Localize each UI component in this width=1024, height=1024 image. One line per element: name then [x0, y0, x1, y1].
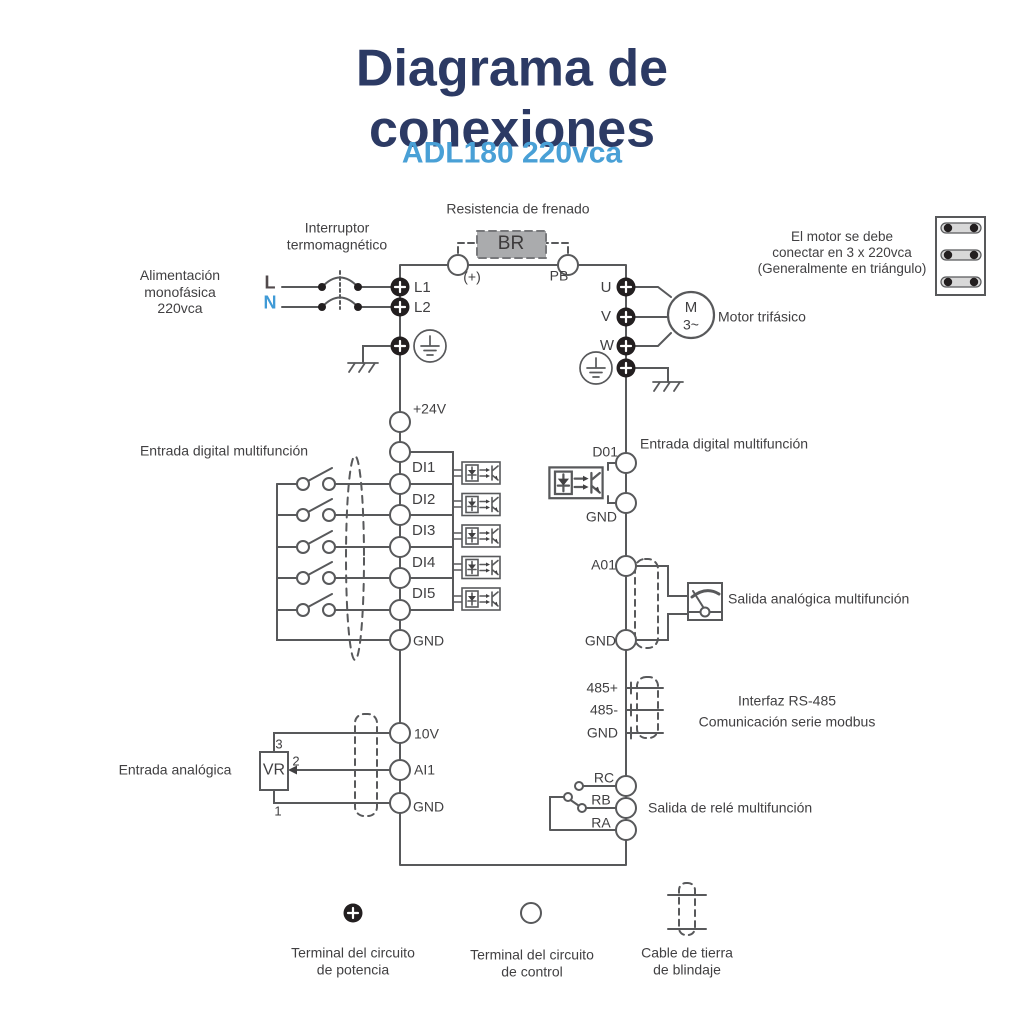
terminal-l2-label: L2: [414, 299, 431, 317]
motor-wiring: [579, 286, 716, 392]
terminal-a01-label: A01: [591, 556, 616, 573]
terminal-di1-label: DI1: [412, 459, 436, 477]
terminal-gnd-ai-label: GND: [413, 798, 445, 815]
shield-cable-icon: [636, 676, 659, 739]
vr-pin1-label: 1: [274, 803, 282, 819]
vr-pin3-label: 3: [275, 736, 283, 752]
terminal-485m-label: 485-: [589, 701, 618, 718]
terminal-gnd-a01-label: GND: [584, 632, 616, 649]
terminal-di3-label: DI3: [412, 522, 436, 540]
shield-cable-icon: [345, 455, 365, 661]
digital-inputs-label: Entrada digital multifunción: [139, 442, 309, 459]
switch-icon: [276, 498, 391, 522]
terminal-gnd-485-label: GND: [586, 724, 618, 741]
potentiometer-icon: [259, 751, 289, 791]
terminal-24v-label: +24V: [413, 400, 447, 417]
meter-icon: [687, 582, 723, 621]
drive-outline: [399, 264, 627, 866]
braking-resistor-tag: BR: [497, 232, 525, 254]
pb-terminal-label: PB: [549, 267, 569, 284]
delta-terminal-block-icon: [935, 216, 986, 296]
shield-cable-icon: [667, 882, 707, 936]
line-l-label: L: [264, 272, 276, 293]
switch-icon: [276, 593, 391, 617]
page-subtitle: ADL180 220vca: [401, 136, 623, 170]
terminal-485p-label: 485+: [586, 679, 618, 696]
page-title: Diagrama de conexiones: [355, 39, 669, 159]
switch-icon: [276, 467, 391, 491]
terminal-10v-label: 10V: [414, 725, 439, 742]
shield-cable-icon: [354, 713, 378, 817]
digital-output-label: Entrada digital multifunción: [640, 435, 809, 452]
legend-control-label: Terminal del circuito de control: [470, 946, 594, 979]
breaker-label: Interruptor termomagnético: [286, 219, 388, 252]
terminal-w-label: W: [599, 337, 615, 355]
line-n-label: N: [263, 292, 277, 313]
analog-output-wiring: [634, 558, 723, 649]
terminal-ai1-label: AI1: [414, 761, 436, 778]
switch-icon: [276, 561, 391, 585]
analog-input-label: Entrada analógica: [118, 761, 232, 778]
legend-power-label: Terminal del circuito de potencia: [291, 944, 415, 977]
rs485-label-line2: Comunicación serie modbus: [698, 713, 876, 730]
rs485-wiring: [625, 676, 664, 740]
terminal-rb-label: RB: [591, 791, 611, 808]
motor-note: El motor se debe conectar en 3 x 220vca …: [757, 229, 927, 276]
motor-m-label: M: [684, 299, 698, 317]
analog-input-wiring: [259, 713, 391, 817]
input-ground: [347, 329, 447, 373]
terminal-u-label: U: [600, 279, 612, 297]
terminal-di5-label: DI5: [412, 585, 436, 603]
shield-cable-icon: [634, 558, 659, 649]
terminal-v-label: V: [600, 308, 612, 326]
terminal-gnd-d01-label: GND: [585, 508, 617, 525]
switch-icon: [276, 530, 391, 554]
motor-label: Motor trifásico: [718, 308, 806, 325]
digital-output-wiring: [548, 462, 617, 504]
terminal-di4-label: DI4: [412, 554, 436, 572]
legend-shield-label: Cable de tierra de blindaje: [641, 944, 733, 977]
breaker-icon: [281, 270, 392, 311]
vr-pin2-label: 2: [292, 753, 300, 769]
motor-phases-label: 3~: [683, 316, 699, 333]
motor-icon: [666, 290, 716, 340]
terminal-d01-label: D01: [592, 443, 618, 460]
terminal-ra-label: RA: [591, 814, 611, 831]
terminal-gnd-di-label: GND: [413, 632, 445, 649]
terminal-di2-label: DI2: [412, 491, 436, 509]
digital-input-switches: [276, 455, 391, 661]
digital-input-wiring: [399, 451, 501, 611]
analog-output-label: Salida analógica multifunción: [728, 590, 910, 607]
supply-label: Alimentación monofásica 220vca: [139, 267, 221, 317]
rs485-label-line1: Interfaz RS-485: [737, 692, 837, 709]
relay-contact-icon: [549, 781, 617, 831]
terminal-rc-label: RC: [593, 769, 615, 786]
plus-terminal-label: (+): [463, 268, 481, 285]
braking-resistor-icon: [457, 230, 569, 259]
relay-output-label: Salida de relé multifunción: [648, 799, 813, 816]
braking-resistor-label: Resistencia de frenado: [446, 200, 590, 217]
potentiometer-label: VR: [262, 761, 286, 779]
legend-symbols: [342, 882, 707, 936]
terminal-l1-label: L1: [414, 279, 431, 297]
